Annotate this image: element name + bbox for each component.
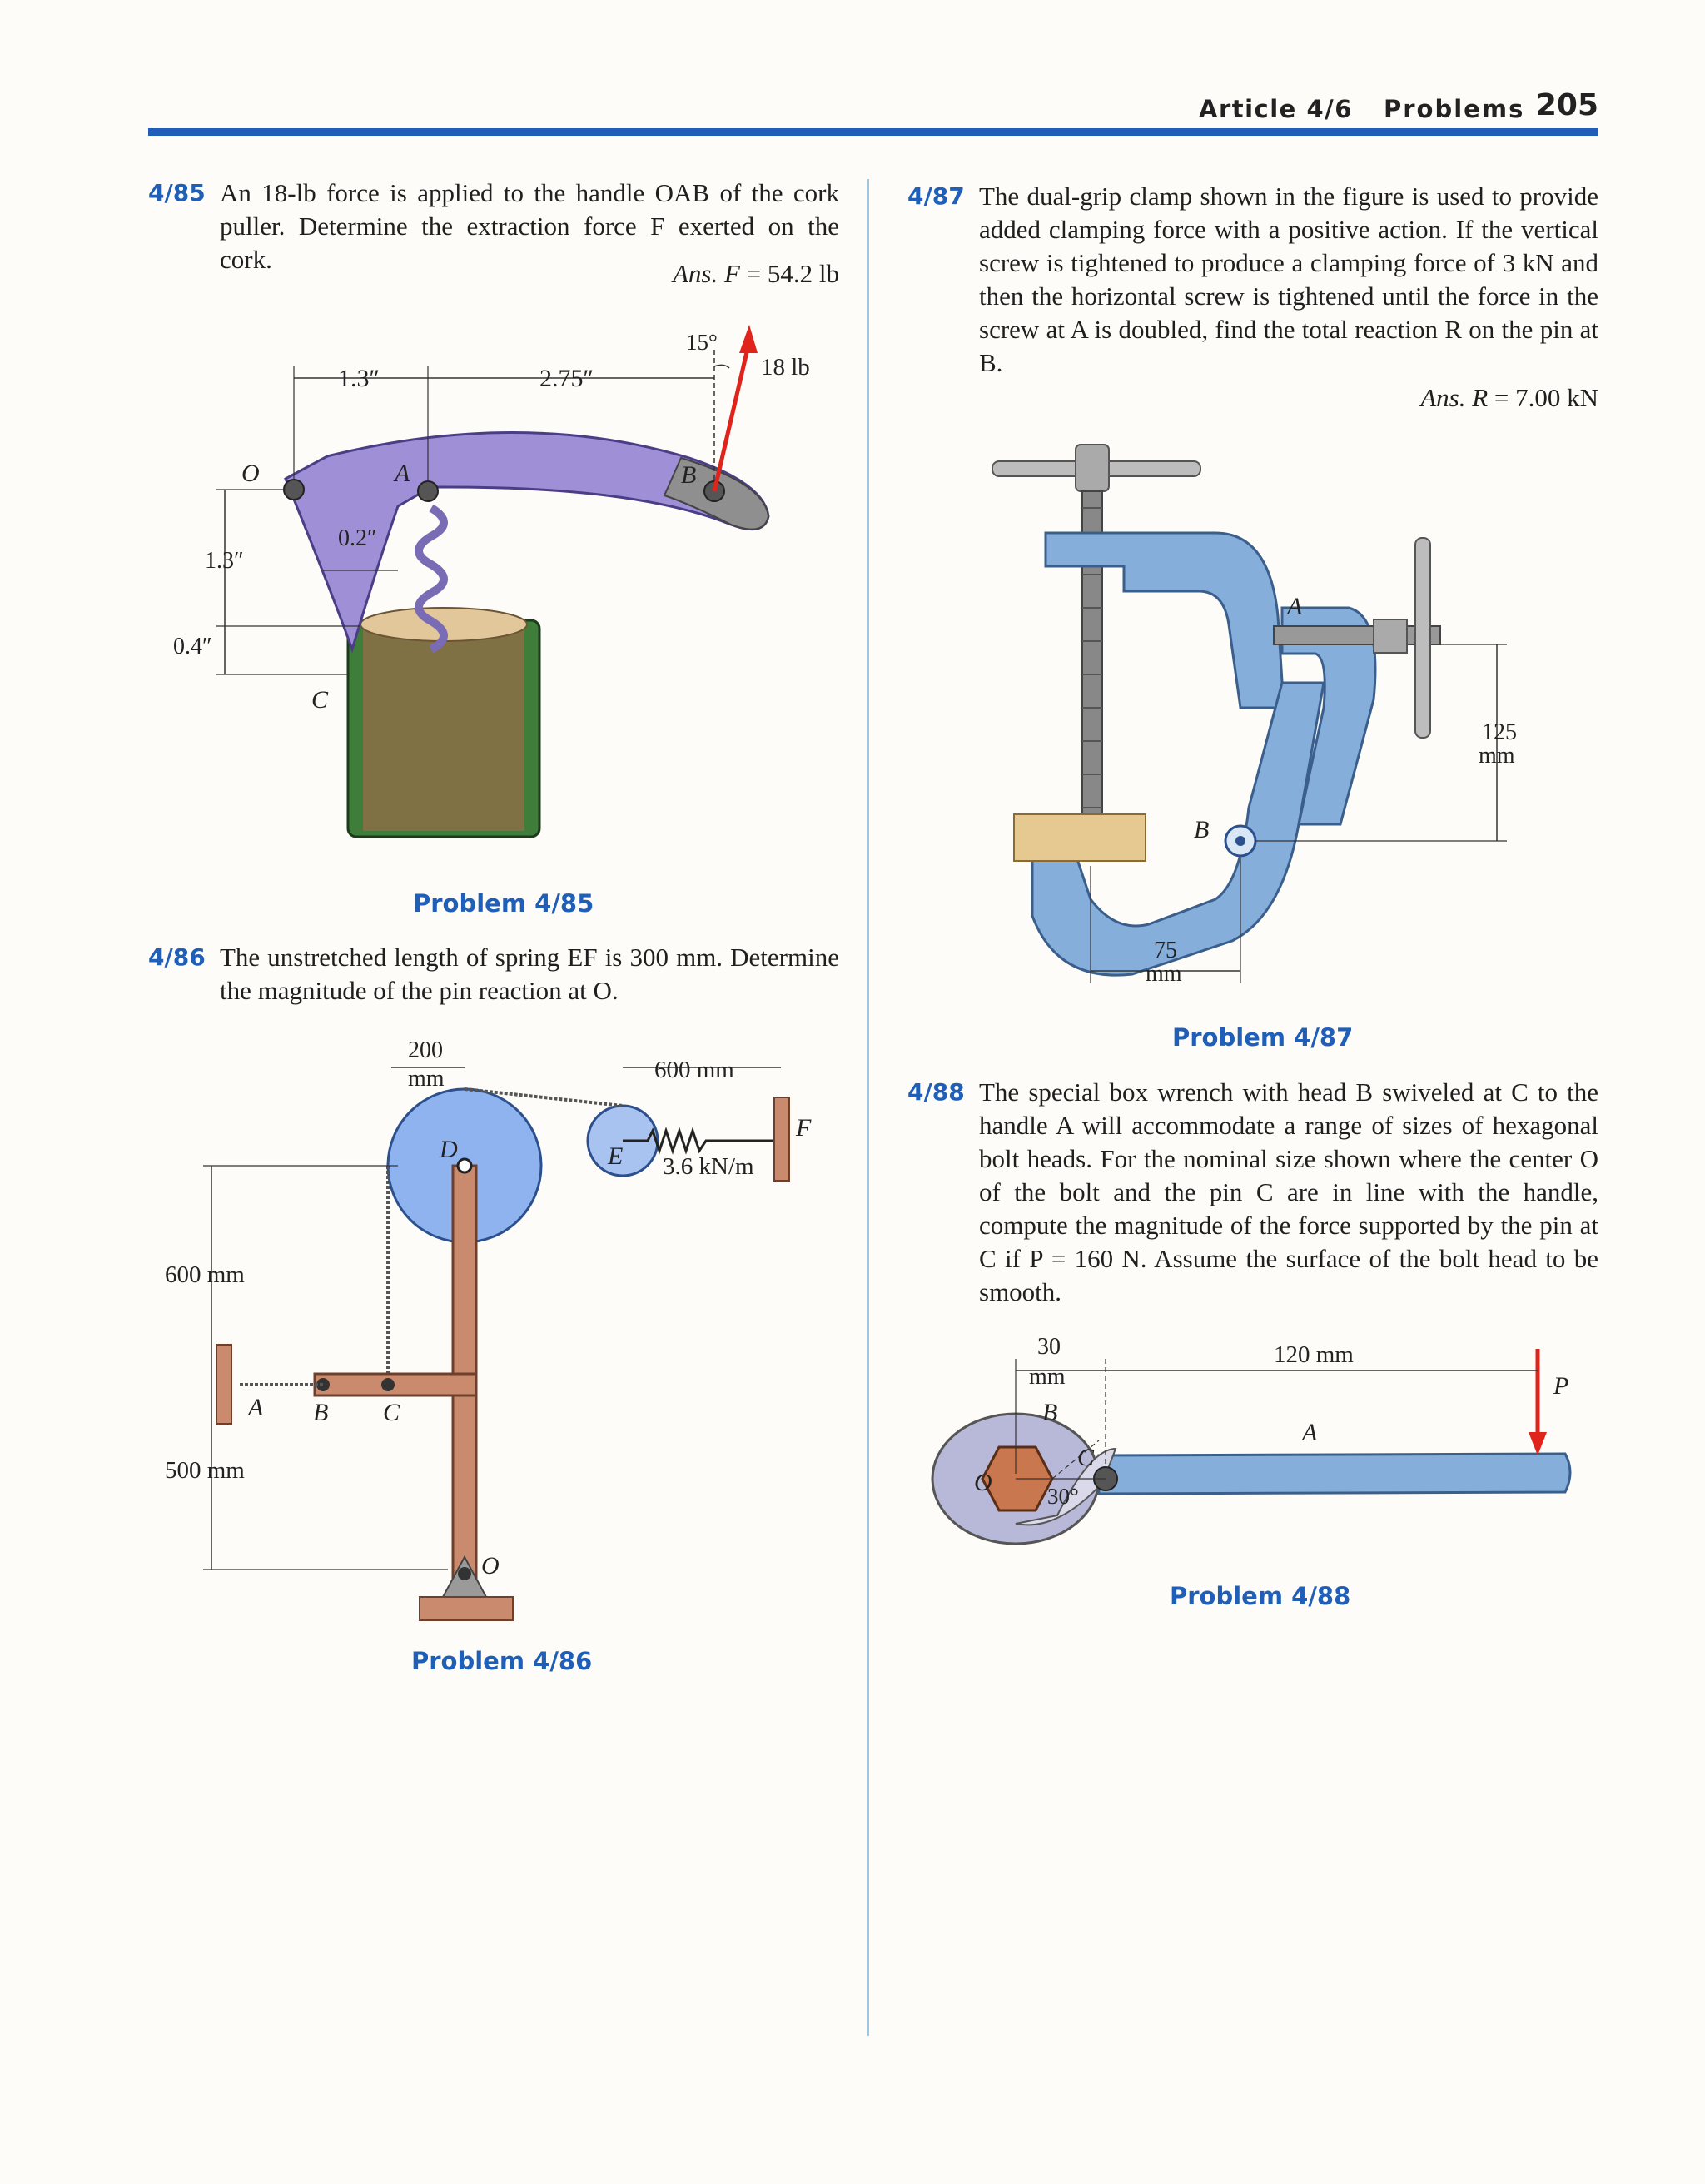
- answer-4-85: Ans. F = 54.2 lb: [500, 259, 839, 289]
- label-b: B: [1194, 816, 1209, 843]
- t-handle-side-hub: [1373, 619, 1408, 654]
- dim-30: 30: [1037, 1334, 1061, 1360]
- label-f: F: [795, 1114, 812, 1142]
- dim-1-3: 1.3″: [338, 365, 380, 392]
- dim-0-2: 0.2″: [338, 525, 377, 551]
- belt-top: [464, 1087, 624, 1107]
- label-a: A: [393, 460, 410, 487]
- dim-75-unit: mm: [1146, 961, 1182, 987]
- pin-d: [456, 1157, 473, 1174]
- dim-2-75: 2.75″: [539, 365, 594, 392]
- force-p-arrowhead: [1529, 1432, 1547, 1455]
- label-b: B: [313, 1399, 328, 1426]
- label-c: C: [311, 686, 329, 714]
- problem-number: 4/85: [148, 179, 206, 206]
- cork: [363, 623, 524, 831]
- label-a: A: [246, 1394, 264, 1421]
- spring-ef: [623, 1127, 774, 1155]
- problem-text: The special box wrench with head B swive…: [979, 1077, 1598, 1306]
- dim-500-vertical: 500 mm: [165, 1457, 245, 1484]
- clamp-frame: [1044, 531, 1285, 709]
- head-link: [1015, 1447, 1117, 1526]
- pin-c: [381, 1378, 395, 1391]
- dim-75: 75: [1154, 938, 1177, 963]
- force-18lb: 18 lb: [761, 354, 810, 381]
- problem-number: 4/88: [907, 1078, 965, 1106]
- header-rule: [148, 128, 1598, 136]
- wall-f: [773, 1097, 790, 1182]
- label-b: B: [1042, 1399, 1057, 1426]
- force-arrow: [712, 341, 752, 492]
- dim-600-horizontal: 600 mm: [654, 1057, 734, 1083]
- pin-a: [417, 480, 439, 502]
- dim-1-3-vertical: 1.3″: [205, 548, 244, 574]
- dim-200: 200: [408, 1037, 443, 1063]
- problem-number: 4/86: [148, 943, 206, 971]
- handle-oab: [284, 431, 770, 654]
- force-arrowhead: [739, 325, 758, 353]
- figure-spring-lever: 200 mm 600 mm 3.6 kN/m 600 mm 500 mm A B…: [165, 1037, 812, 1621]
- article-label: Article 4/6: [1199, 95, 1353, 123]
- label-o: O: [481, 1552, 500, 1580]
- problem-4-85: 4/85 An 18-lb force is applied to the ha…: [148, 177, 839, 276]
- pin-o: [283, 479, 305, 500]
- angle-line: [1051, 1440, 1100, 1480]
- label-d: D: [439, 1136, 458, 1163]
- pin-b-center: [1235, 836, 1245, 846]
- problem-text: An 18-lb force is applied to the handle …: [220, 178, 839, 274]
- t-handle-side-bar: [1414, 537, 1431, 739]
- answer-label: Ans. R: [1420, 383, 1489, 412]
- dim-125: 125: [1482, 719, 1517, 745]
- section-label: Problems: [1384, 95, 1525, 123]
- label-b: B: [681, 461, 696, 489]
- label-o: O: [241, 460, 260, 487]
- label-a: A: [1285, 593, 1303, 620]
- caption-4-86: Problem 4/86: [411, 1647, 593, 1675]
- angle-arc: [713, 364, 730, 369]
- problem-number: 4/87: [907, 182, 965, 210]
- spring-constant: 3.6 kN/m: [663, 1153, 754, 1180]
- answer-value: = 54.2 lb: [746, 259, 839, 288]
- label-c: C: [1077, 1444, 1095, 1471]
- figure-cork-puller: 1.3″ 2.75″ 15° 18 lb O A B C 0.2″ 1.3″ 0…: [173, 325, 810, 838]
- pin-o: [458, 1567, 471, 1580]
- running-header: Article 4/6 Problems 205: [1166, 83, 1598, 133]
- column-divider: [867, 179, 869, 2036]
- label-o: O: [974, 1469, 992, 1496]
- caption-4-87: Problem 4/87: [1172, 1023, 1354, 1052]
- figure-dual-grip-clamp: A B 125 mm 75 mm: [992, 444, 1517, 987]
- problem-4-88: 4/88 The special box wrench with head B …: [907, 1076, 1598, 1309]
- corkscrew: [415, 504, 448, 654]
- answer-4-87: Ans. R = 7.00 kN: [1249, 383, 1598, 413]
- label-c: C: [383, 1399, 400, 1426]
- t-handle-hub: [1075, 444, 1110, 492]
- wrench-handle: [1097, 1452, 1572, 1495]
- angle-30: 30°: [1047, 1484, 1079, 1509]
- lever-horizontal: [313, 1372, 478, 1397]
- dim-30-unit: mm: [1029, 1364, 1066, 1390]
- dim-125-unit: mm: [1479, 743, 1515, 769]
- problem-text: The dual-grip clamp shown in the figure …: [979, 182, 1598, 377]
- page-number: 205: [1535, 88, 1598, 122]
- horizontal-arm: [1280, 606, 1377, 826]
- dim-600-vertical: 600 mm: [165, 1261, 245, 1288]
- angle-15: 15°: [686, 330, 718, 355]
- answer-value: = 7.00 kN: [1494, 383, 1598, 412]
- wood-block: [1013, 813, 1146, 862]
- ground: [419, 1596, 514, 1621]
- problem-text: The unstretched length of spring EF is 3…: [220, 943, 839, 1005]
- caption-4-85: Problem 4/85: [413, 889, 594, 918]
- label-e: E: [607, 1142, 623, 1170]
- label-a: A: [1300, 1419, 1318, 1446]
- answer-label: Ans. F: [672, 259, 740, 288]
- dim-0-4: 0.4″: [173, 634, 212, 659]
- problem-4-86: 4/86 The unstretched length of spring EF…: [148, 941, 839, 1007]
- figure-box-wrench: 30 mm 120 mm P B A C O 30°: [931, 1334, 1572, 1545]
- caption-4-88: Problem 4/88: [1170, 1582, 1351, 1610]
- dim-200-unit: mm: [408, 1066, 445, 1092]
- dim-120: 120 mm: [1274, 1341, 1354, 1368]
- problem-4-87: 4/87 The dual-grip clamp shown in the fi…: [907, 180, 1598, 380]
- wall-a: [216, 1344, 232, 1425]
- label-p: P: [1553, 1372, 1568, 1400]
